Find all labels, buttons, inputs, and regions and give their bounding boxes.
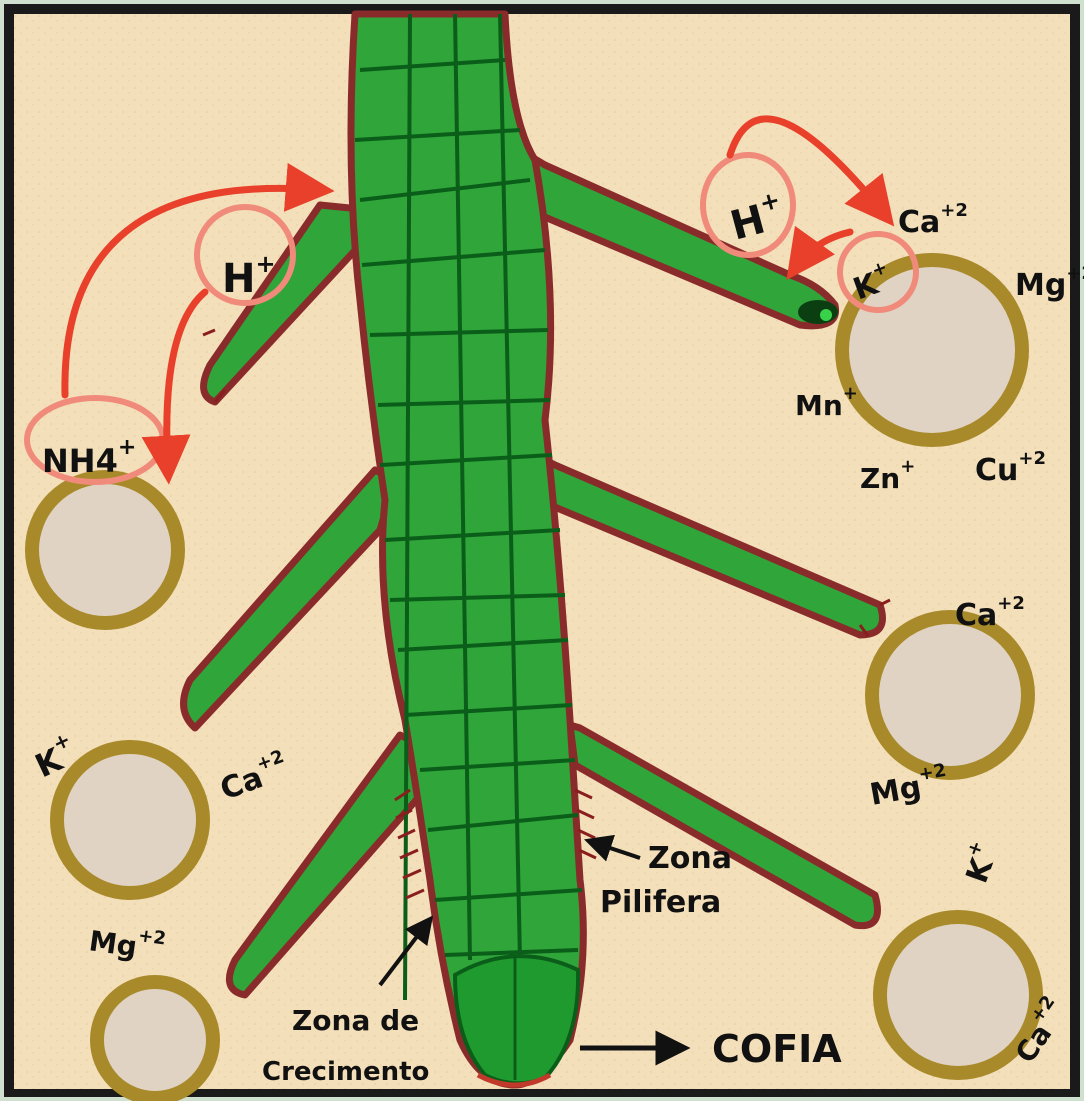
label-zona-pilifera-line2: Pilifera — [600, 885, 721, 920]
lateral-root-tip-dark — [798, 300, 838, 324]
soil-particle-bottom-left — [97, 982, 213, 1098]
soil-particle-left-lower — [57, 747, 203, 893]
soil-particle-right-middle — [872, 617, 1028, 773]
label-zona-pilifera-line1: Zona — [648, 841, 732, 876]
label-zona-crecimiento-line1: Zona de — [292, 1004, 419, 1037]
label-zona-crecimiento-line2: Crecimento — [262, 1057, 429, 1087]
label-cofia: COFIA — [712, 1027, 842, 1071]
soil-particle-left-upper — [32, 477, 178, 623]
lateral-root-tip-green — [820, 309, 832, 321]
